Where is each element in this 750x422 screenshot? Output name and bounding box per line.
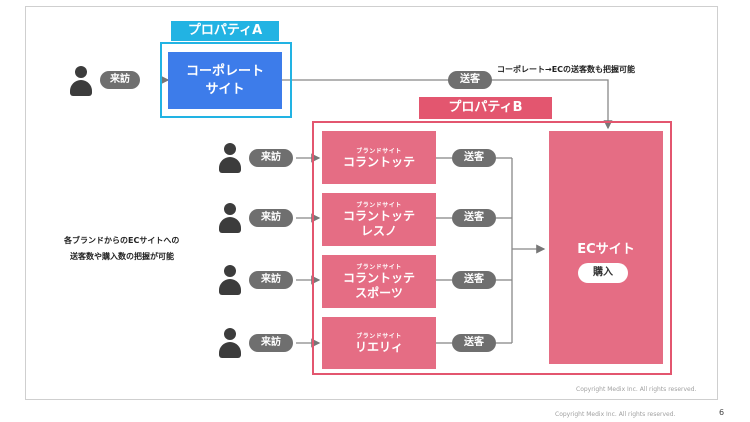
visit-pill-1: 来訪 [249,149,293,167]
visitor-icon-top [70,66,92,96]
brand-caption-3: ブランドサイト [356,264,402,271]
visitor-icon-4 [219,328,241,358]
brand-site-3: ブランドサイト コラントッテ スポーツ [322,255,436,308]
property-a-tab: プロパティA [171,21,279,41]
brand-caption-1: ブランドサイト [356,147,402,155]
visit-pill-3: 来訪 [249,271,293,289]
property-b-frame [312,121,672,375]
copyright-inner: Copyright Medix Inc. All rights reserved… [576,386,697,393]
send-pill-4: 送客 [452,334,496,352]
visitor-icon-2 [219,203,241,233]
left-note-line2: 送客数や購入数の把握が可能 [70,252,174,261]
corporate-send-note: コーポレート→ECの送客数も把握可能 [497,65,636,74]
send-pill-3: 送客 [452,271,496,289]
copyright-outer: Copyright Medix Inc. All rights reserved… [555,411,676,418]
purchase-pill: 購入 [578,263,628,283]
visitor-icon-1 [219,143,241,173]
brand-site-2: ブランドサイト コラントッテ レスノ [322,193,436,246]
property-b-tab: プロパティB [419,97,552,119]
brand-name-1: コラントッテ [342,154,415,169]
brand-name-3-line2: スポーツ [355,286,403,300]
send-pill-1: 送客 [452,149,496,167]
brand-name-4: リエリィ [354,340,403,354]
corporate-site-box: コーポレート サイト [168,52,282,109]
ec-site-box [549,131,663,364]
brand-name-3-line1: コラントッテ [342,271,415,285]
ec-site-title: ECサイト [577,242,635,257]
send-pill-corporate: 送客 [448,71,492,89]
left-note-line1: 各ブランドからのECサイトへの [64,236,180,245]
brand-name-2-line2: レスノ [360,224,397,238]
corporate-site-line1: コーポレート [185,63,264,79]
brand-caption-4: ブランドサイト [356,333,402,340]
send-pill-2: 送客 [452,209,496,227]
visit-pill-top: 来訪 [100,71,140,89]
property-a-frame [160,42,292,118]
page-number: 6 [719,408,725,417]
visit-pill-4: 来訪 [249,334,293,352]
brand-caption-2: ブランドサイト [356,202,402,209]
corporate-site-line2: サイト [205,81,245,97]
visitor-icon-3 [219,265,241,295]
brand-site-4: ブランドサイト リエリィ [322,317,436,369]
visit-pill-2: 来訪 [249,209,293,227]
brand-site-1: ブランドサイト コラントッテ [322,131,436,184]
brand-name-2-line1: コラントッテ [342,209,415,223]
